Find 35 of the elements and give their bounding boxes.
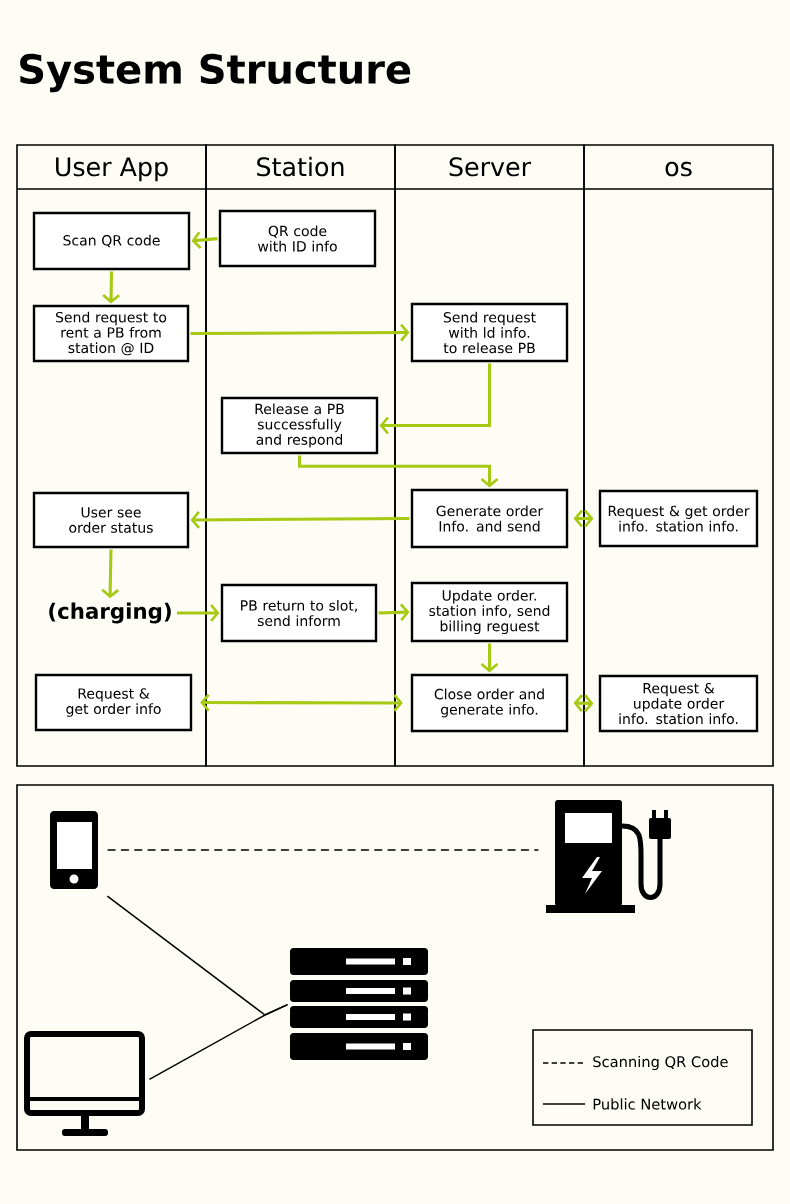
monitor-icon	[24, 1031, 145, 1136]
process-box: Release a PB successfully and respond	[220, 396, 379, 455]
arrow	[378, 603, 410, 622]
process-box: Send request to rent a PB from station @ ID	[32, 304, 190, 363]
legend: Scanning QR Code Public Network	[532, 1029, 753, 1126]
server-icon	[290, 948, 428, 1060]
step-label: (charging)	[49, 602, 171, 624]
process-box: Send request with ld info. to release PB	[410, 302, 569, 363]
dashed-line	[106, 849, 540, 851]
arrow	[379, 363, 492, 435]
process-box: PB return to slot, send inform	[220, 583, 378, 643]
arrow	[297, 455, 499, 488]
process-box: Request & update order info. station info.	[598, 674, 759, 733]
arrow	[176, 604, 220, 622]
arrow	[190, 511, 410, 529]
process-box: QR code with ID info	[218, 209, 377, 268]
charging-station-icon	[546, 800, 671, 913]
title: System Structure	[20, 53, 411, 93]
connector-line	[148, 1003, 289, 1081]
arrow	[190, 323, 410, 342]
process-box: Close order and generate info.	[410, 673, 569, 733]
arrow	[102, 271, 120, 304]
arrow	[191, 231, 218, 250]
process-box: Generate order Info. and send	[410, 488, 569, 549]
process-box: Request & get order info	[34, 673, 193, 732]
phone-icon	[50, 811, 98, 889]
arrow	[573, 694, 594, 713]
process-box: Request & get order info. station info.	[598, 489, 759, 548]
arrow	[480, 643, 499, 673]
arrow	[101, 549, 120, 599]
process-box: Update order. station info, send billing reguest	[410, 581, 569, 643]
process-box: Scan QR code	[32, 211, 191, 271]
arrow	[200, 693, 403, 712]
process-box: User see order status	[32, 491, 190, 549]
arrow	[573, 509, 594, 528]
